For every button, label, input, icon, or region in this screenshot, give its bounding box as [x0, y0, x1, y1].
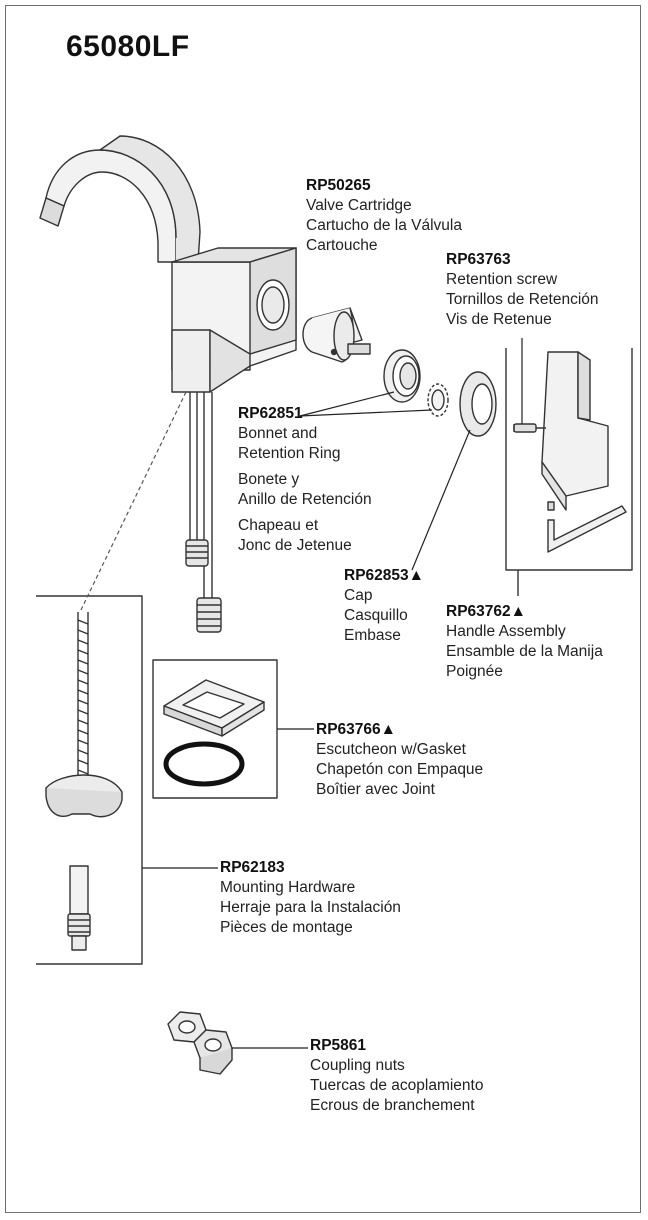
part-name-en: Coupling nuts	[310, 1057, 405, 1074]
part-name-fr: Ecrous de branchement	[310, 1097, 475, 1114]
part-number: RP62851	[238, 405, 303, 422]
coupling-nuts-illustration	[167, 1011, 233, 1075]
part-name-fr: Embase	[344, 627, 401, 644]
faucet-spout	[39, 135, 201, 263]
part-label-cap: RP62853▲ Cap Casquillo Embase	[344, 566, 424, 646]
part-name-en: Handle Assembly	[446, 623, 566, 640]
leader-line-bonnet-b	[299, 409, 433, 417]
part-name-en: Mounting Hardware	[220, 879, 356, 896]
handle-illustration	[513, 351, 627, 553]
part-name-es: Tuercas de acoplamiento	[310, 1077, 484, 1094]
supply-tubes	[185, 392, 222, 633]
part-label-handle: RP63762▲ Handle Assembly Ensamble de la …	[446, 602, 603, 682]
part-name-es: Casquillo	[344, 607, 408, 624]
part-name-fr-2: Jonc de Jetenue	[238, 537, 352, 554]
part-name-en-2: Retention Ring	[238, 445, 341, 462]
part-label-bonnet: RP62851 Bonnet and Retention Ring Bonete…	[238, 404, 372, 556]
part-number: RP63762▲	[446, 603, 526, 620]
handle-assembly-bracket	[505, 348, 633, 596]
gasket-illustration	[163, 741, 245, 787]
cap-illustration	[459, 371, 497, 437]
part-name-fr: Poignée	[446, 663, 503, 680]
part-name-es: Chapetón con Empaque	[316, 761, 484, 778]
leader-line-bonnet-a	[299, 391, 395, 417]
part-number: RP62853▲	[344, 567, 424, 584]
part-name-en: Valve Cartridge	[306, 197, 412, 214]
part-number: RP63763	[446, 251, 511, 268]
part-number: RP50265	[306, 177, 371, 194]
valve-cartridge-illustration	[302, 307, 371, 363]
part-name-es: Herraje para la Instalación	[220, 899, 401, 916]
mounting-bracket	[36, 595, 143, 965]
leader-line-cap	[411, 429, 471, 571]
part-name-en-1: Bonnet and	[238, 425, 318, 442]
part-name-fr: Cartouche	[306, 237, 378, 254]
part-name-en: Retention screw	[446, 271, 558, 288]
part-number: RP5861	[310, 1037, 367, 1054]
bonnet-illustration	[383, 349, 449, 417]
part-name-es: Tornillos de Retención	[446, 291, 599, 308]
diagram-frame	[5, 5, 641, 1213]
part-name-es-2: Anillo de Retención	[238, 491, 372, 508]
escutcheon-illustration	[163, 679, 265, 737]
part-number: RP62183	[220, 859, 285, 876]
part-name-es-1: Bonete y	[238, 471, 300, 488]
faucet-body	[171, 247, 297, 393]
part-name-fr: Boîtier avec Joint	[316, 781, 435, 798]
part-name-fr-1: Chapeau et	[238, 517, 319, 534]
part-label-mounting: RP62183 Mounting Hardware Herraje para l…	[220, 858, 401, 938]
mounting-hardware-illustration	[45, 612, 123, 951]
part-label-escutcheon: RP63766▲ Escutcheon w/Gasket Chapetón co…	[316, 720, 483, 800]
part-name-fr: Pièces de montage	[220, 919, 353, 936]
part-name-es: Ensamble de la Manija	[446, 643, 603, 660]
part-number: RP63766▲	[316, 721, 396, 738]
mounting-alignment-dashed-line	[79, 391, 187, 613]
part-label-nuts: RP5861 Coupling nuts Tuercas de acoplami…	[310, 1036, 483, 1116]
part-label-cartridge: RP50265 Valve Cartridge Cartucho de la V…	[306, 176, 462, 256]
part-name-en: Escutcheon w/Gasket	[316, 741, 466, 758]
model-number: 65080LF	[66, 30, 190, 63]
part-name-es: Cartucho de la Válvula	[306, 217, 462, 234]
part-name-fr: Vis de Retenue	[446, 311, 552, 328]
part-name-en: Cap	[344, 587, 373, 604]
part-label-screw: RP63763 Retention screw Tornillos de Ret…	[446, 250, 599, 330]
